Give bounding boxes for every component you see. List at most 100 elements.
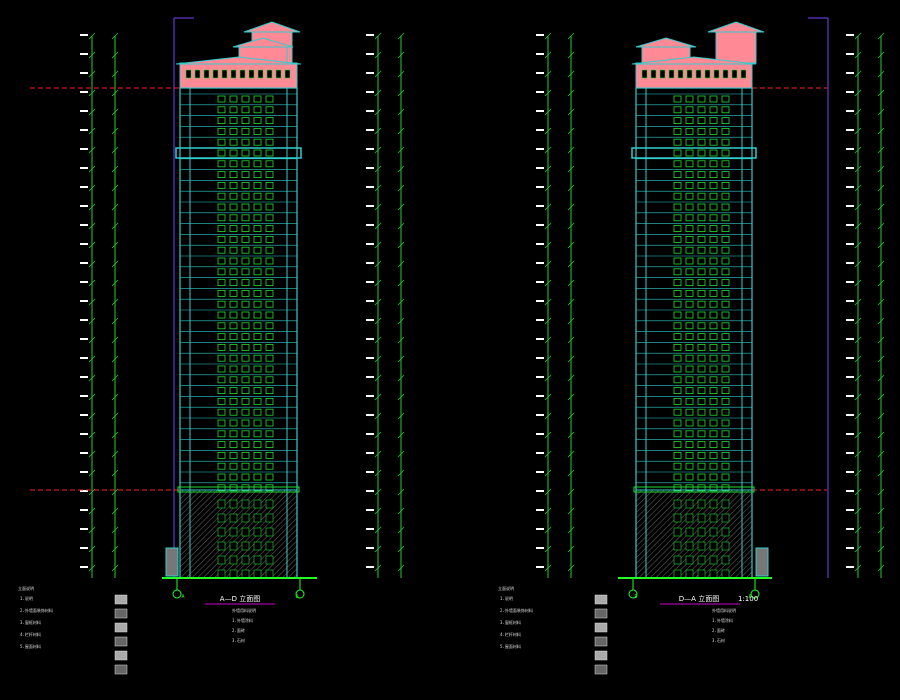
window [697,365,706,373]
dimension-tick [544,431,552,439]
window [673,214,682,222]
dimension-tick [877,469,885,477]
window [697,117,706,124]
notes-item: 2.面砖 [712,627,725,633]
elevation-mark-text [536,528,544,530]
dimension-tick [567,374,575,382]
window [697,473,706,481]
window [709,387,718,395]
window [229,192,238,200]
window [697,138,706,146]
window [685,171,694,179]
elevation-mark-text [80,357,88,359]
dimension-tick [111,412,119,420]
window [241,376,250,384]
dimension-tick [397,488,405,496]
elevation-mark-text [846,262,854,264]
notes-item: 1.说明 [20,595,33,601]
window [721,246,730,254]
podium-window [709,555,718,565]
window [229,214,238,222]
window [253,419,262,427]
window [721,354,730,362]
window [697,149,706,157]
window [721,127,730,135]
elevation-mark-text [846,547,854,549]
penthouse-window [659,69,666,79]
window [241,462,250,470]
window [673,138,682,146]
dimension-tick [544,260,552,268]
dimension-tick [877,507,885,515]
elevation-mark-text [366,243,374,245]
dimension-tick [877,241,885,249]
dimension-tick [877,355,885,363]
dimension-tick [567,507,575,515]
podium-window [721,513,730,523]
window [265,441,274,449]
elevation-mark-text [536,281,544,283]
window [217,300,226,308]
window [685,95,694,103]
dimension-tick [111,203,119,211]
dimension-tick [854,32,862,40]
dimension-tick [877,564,885,572]
dimension-tick [397,127,405,135]
notes-item: 1.外墙涂料 [232,617,253,623]
window [241,246,250,254]
window [721,408,730,416]
window [697,451,706,459]
window [685,430,694,438]
window [241,300,250,308]
window [253,203,262,211]
window [697,333,706,341]
elevation-mark-text [80,205,88,207]
elevation-mark-text [80,53,88,55]
window [229,430,238,438]
dimension-tick [544,108,552,116]
podium-window [217,513,226,523]
window [229,462,238,470]
dimension-tick [544,127,552,135]
window [709,322,718,330]
window [697,203,706,211]
window [721,214,730,222]
dimension-tick [544,241,552,249]
window [217,257,226,265]
dimension-tick [111,450,119,458]
elevation-mark-text [846,452,854,454]
elevation-mark-text [366,528,374,530]
elevation-mark-text [536,167,544,169]
roof-tower-cap [707,21,765,33]
elevation-mark-text [366,566,374,568]
window [721,149,730,157]
dimension-tick [88,241,96,249]
window [241,387,250,395]
window [229,343,238,351]
podium-window [685,541,694,551]
dimension-tick [374,298,382,306]
window [721,322,730,330]
window [685,387,694,395]
dimension-tick [374,450,382,458]
elevation-mark-text [536,547,544,549]
elevation-mark-text [366,414,374,416]
elevation-mark-text [536,186,544,188]
penthouse-window [668,69,675,79]
dimension-tick [397,51,405,59]
penthouse-window [203,69,210,79]
window [241,203,250,211]
dimension-tick [111,70,119,78]
dimension-tick [544,146,552,154]
window [217,171,226,179]
notes-heading: 立面说明 [498,585,514,591]
dimension-tick [374,279,382,287]
window [241,451,250,459]
dimension-tick [88,317,96,325]
notes-heading: 立面说明 [18,585,34,591]
window [721,289,730,297]
window [265,419,274,427]
podium-window [685,527,694,537]
window [217,322,226,330]
window [709,430,718,438]
